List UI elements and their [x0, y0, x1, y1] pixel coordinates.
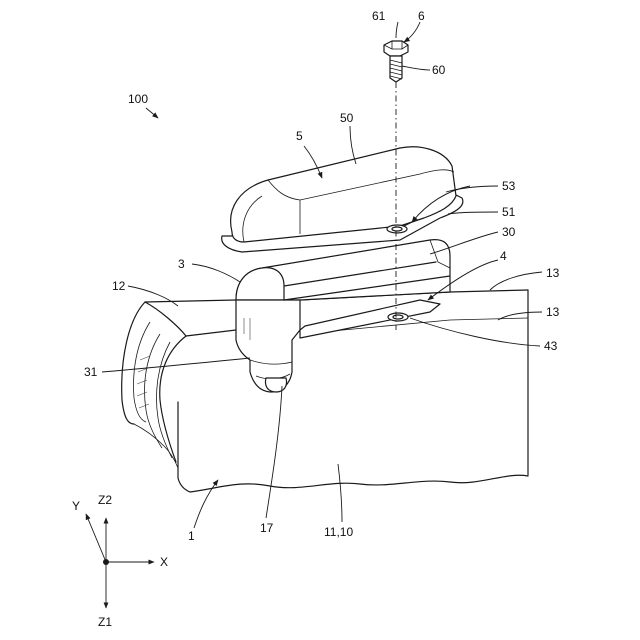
axis-label-x: X [160, 555, 168, 569]
label-1: 1 [188, 529, 195, 543]
axis-origin [103, 559, 109, 565]
label-5: 5 [296, 129, 303, 143]
label-4: 4 [500, 249, 507, 263]
label-50: 50 [340, 111, 354, 125]
label-43: 43 [544, 339, 558, 353]
coordinate-axes: Y Z2 X Z1 [72, 493, 168, 629]
label-13-top: 13 [546, 266, 560, 280]
label-13-bottom: 13 [546, 305, 560, 319]
bolt [384, 41, 408, 82]
cover [222, 147, 463, 252]
label-51: 51 [502, 205, 516, 219]
label-53: 53 [502, 179, 516, 193]
body-panel [122, 290, 528, 492]
label-60: 60 [432, 63, 446, 77]
axis-label-z2: Z2 [98, 493, 112, 507]
label-31: 31 [84, 365, 98, 379]
label-61: 61 [372, 9, 386, 23]
axis-label-y: Y [72, 499, 80, 513]
label-11-10: 11,10 [324, 525, 353, 539]
mounting-base [236, 240, 450, 392]
label-3: 3 [178, 257, 185, 271]
label-17: 17 [260, 521, 274, 535]
label-6: 6 [418, 9, 425, 23]
label-12: 12 [112, 279, 126, 293]
axis-label-z1: Z1 [98, 615, 112, 629]
label-100: 100 [128, 92, 148, 106]
label-30: 30 [502, 225, 516, 239]
